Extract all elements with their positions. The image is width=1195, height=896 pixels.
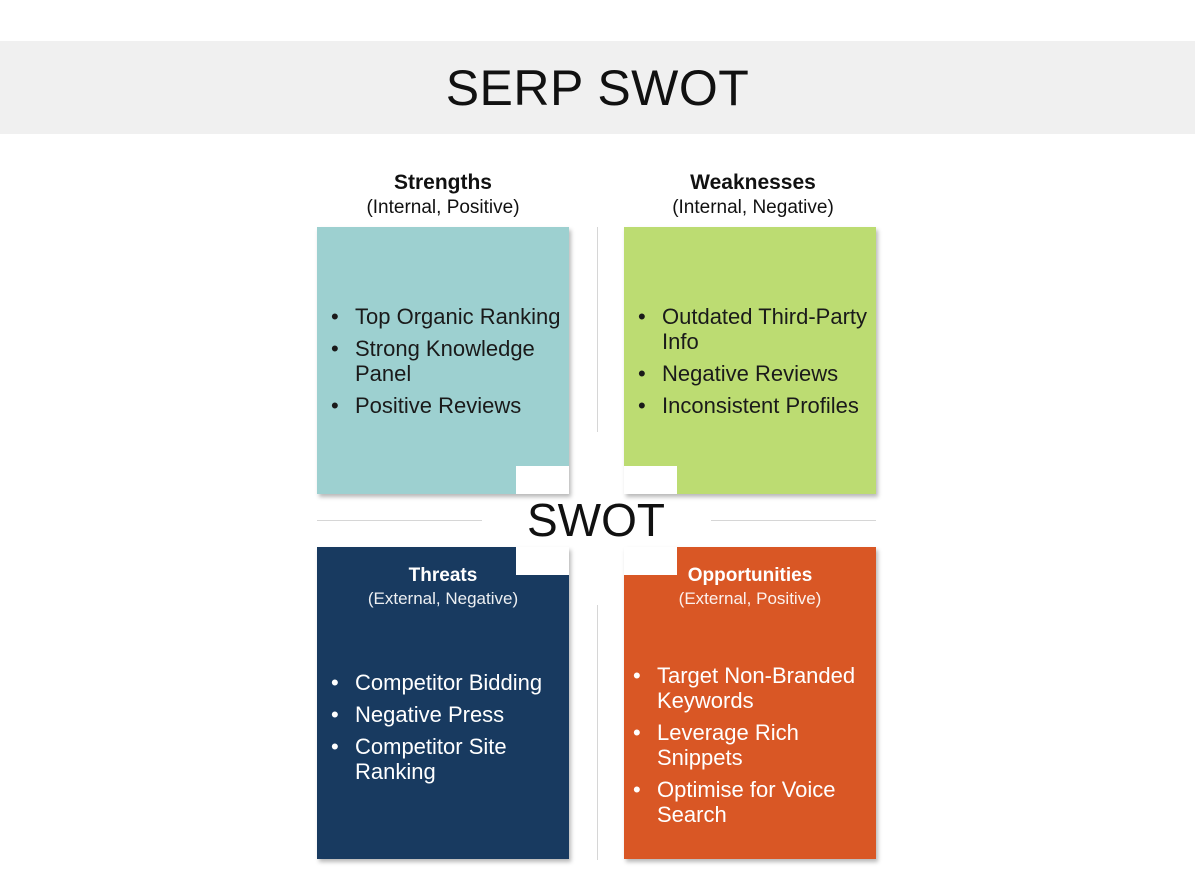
vertical-divider-bottom bbox=[597, 605, 598, 860]
opportunities-subtitle: (External, Positive) bbox=[678, 589, 822, 608]
weaknesses-header: Weaknesses (Internal, Negative) bbox=[624, 170, 882, 220]
vertical-divider-top bbox=[597, 227, 598, 432]
list-item: Competitor Site Ranking bbox=[325, 734, 563, 784]
opportunities-header: Opportunities (External, Positive) bbox=[624, 564, 876, 610]
weaknesses-box: Outdated Third-Party Info Negative Revie… bbox=[624, 227, 876, 494]
list-item: Positive Reviews bbox=[325, 393, 563, 418]
list-item: Optimise for Voice Search bbox=[627, 777, 874, 827]
center-label: SWOT bbox=[527, 494, 665, 546]
list-item: Competitor Bidding bbox=[325, 670, 563, 695]
title-banner: SERP SWOT bbox=[0, 41, 1195, 134]
page-title: SERP SWOT bbox=[445, 59, 750, 116]
list-item: Leverage Rich Snippets bbox=[627, 720, 874, 770]
threats-list: Competitor Bidding Negative Press Compet… bbox=[325, 670, 563, 791]
threats-notch bbox=[516, 547, 569, 575]
weaknesses-notch bbox=[624, 466, 677, 494]
list-item: Target Non-Branded Keywords bbox=[627, 663, 874, 713]
opportunities-notch bbox=[624, 547, 677, 575]
list-item: Top Organic Ranking bbox=[325, 304, 563, 329]
list-item: Inconsistent Profiles bbox=[632, 393, 870, 418]
opportunities-box: Opportunities (External, Positive) Targe… bbox=[624, 547, 876, 859]
strengths-subtitle: (Internal, Positive) bbox=[366, 197, 520, 218]
threats-box: Threats (External, Negative) Competitor … bbox=[317, 547, 569, 859]
threats-title: Threats bbox=[408, 565, 478, 586]
weaknesses-list: Outdated Third-Party Info Negative Revie… bbox=[632, 304, 870, 425]
opportunities-list: Target Non-Branded Keywords Leverage Ric… bbox=[627, 663, 874, 834]
list-item: Negative Press bbox=[325, 702, 563, 727]
strengths-notch bbox=[516, 466, 569, 494]
threats-header: Threats (External, Negative) bbox=[317, 564, 569, 610]
horizontal-divider-left bbox=[317, 520, 482, 521]
list-item: Strong Knowledge Panel bbox=[325, 336, 563, 386]
weaknesses-title: Weaknesses bbox=[690, 171, 816, 194]
strengths-header: Strengths (Internal, Positive) bbox=[317, 170, 569, 220]
strengths-box: Top Organic Ranking Strong Knowledge Pan… bbox=[317, 227, 569, 494]
opportunities-title: Opportunities bbox=[687, 565, 813, 586]
list-item: Negative Reviews bbox=[632, 361, 870, 386]
threats-subtitle: (External, Negative) bbox=[367, 589, 519, 608]
weaknesses-subtitle: (Internal, Negative) bbox=[672, 197, 834, 218]
strengths-list: Top Organic Ranking Strong Knowledge Pan… bbox=[325, 304, 563, 425]
horizontal-divider-right bbox=[711, 520, 876, 521]
list-item: Outdated Third-Party Info bbox=[632, 304, 870, 354]
strengths-title: Strengths bbox=[393, 171, 492, 194]
